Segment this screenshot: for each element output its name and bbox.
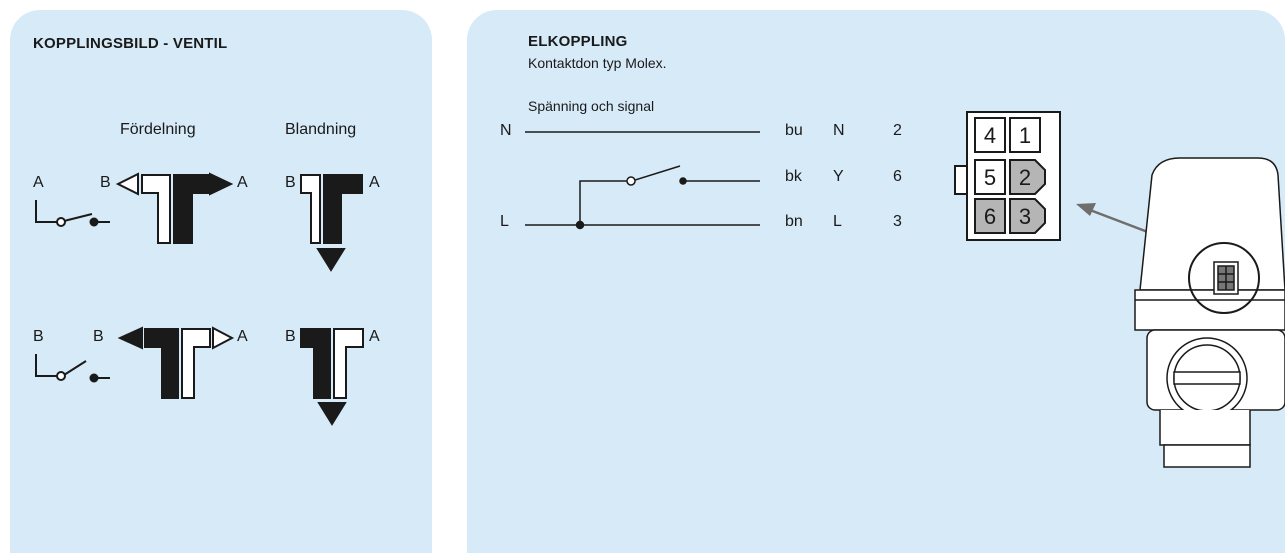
pin-1: 1 <box>1019 123 1031 148</box>
row1-blandning-valve <box>300 174 363 272</box>
electrical-wiring <box>525 131 760 230</box>
row2-blandning-valve <box>300 328 364 426</box>
valve-actuator-illustration <box>1134 157 1285 468</box>
wire-color-bu: bu <box>785 122 803 139</box>
connector-type-subtitle: Kontaktdon typ Molex. <box>528 55 667 71</box>
row1-blandning-left-port: B <box>285 174 296 191</box>
wire-pin-6: 6 <box>893 168 902 185</box>
wire-color-bk: bk <box>785 168 802 185</box>
fordelning-header: Fördelning <box>120 121 196 138</box>
row2-blandning-left-port: B <box>285 328 296 345</box>
pin-6: 6 <box>984 204 996 229</box>
molex-pin-numbers: 4 1 5 2 6 3 <box>984 123 1031 229</box>
molex-connector <box>954 111 1061 241</box>
pin-5: 5 <box>984 165 996 190</box>
row1-switch-symbol <box>35 200 110 227</box>
row1-fordelning-valve <box>115 172 234 244</box>
line-n-label: N <box>500 122 512 139</box>
signal-label: Spänning och signal <box>528 98 655 114</box>
row2-fordelning-left-port: B <box>93 328 104 345</box>
wire-pin-3: 3 <box>893 213 902 230</box>
row2-fordelning-right-port: A <box>237 328 248 345</box>
blandning-header: Blandning <box>285 121 357 138</box>
valve-wiring-title: KOPPLINGSBILD - VENTIL <box>33 35 228 52</box>
wire-signal-n: N <box>833 122 845 139</box>
row1-switch-label: A <box>33 174 44 191</box>
row2-blandning-right-port: A <box>369 328 380 345</box>
wire-signal-y: Y <box>833 168 844 185</box>
wire-signal-l: L <box>833 213 842 230</box>
row1-fordelning-left-port: B <box>100 174 111 191</box>
row2-switch-label: B <box>33 328 44 345</box>
pin-3: 3 <box>1019 204 1031 229</box>
line-l-label: L <box>500 213 509 230</box>
row2-switch-symbol <box>35 354 110 383</box>
wire-pin-2: 2 <box>893 122 902 139</box>
row1-blandning-right-port: A <box>369 174 380 191</box>
row2-fordelning-valve <box>117 326 235 399</box>
wire-color-bn: bn <box>785 213 803 230</box>
pin-4: 4 <box>984 123 996 148</box>
pin-2: 2 <box>1019 165 1031 190</box>
valve-wiring-panel <box>10 10 432 553</box>
electrical-title: ELKOPPLING <box>528 33 628 50</box>
row1-fordelning-right-port: A <box>237 174 248 191</box>
